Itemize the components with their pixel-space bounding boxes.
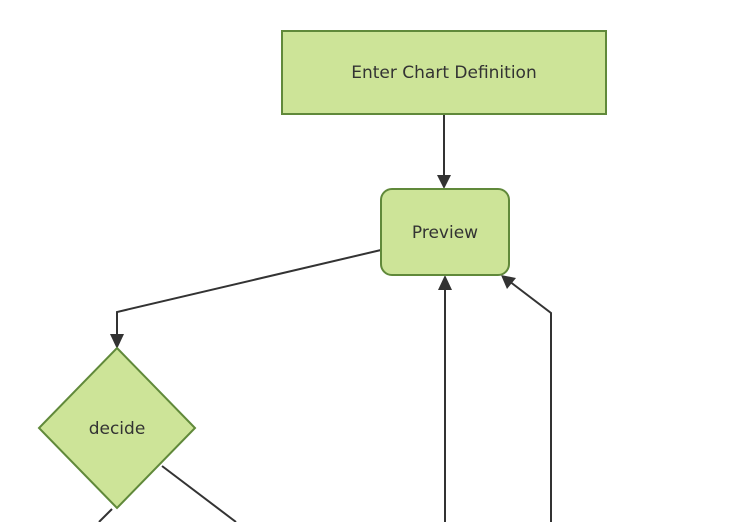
edge-decide-out-right bbox=[161, 465, 237, 522]
edge-preview-to-decide bbox=[116, 249, 382, 340]
node-layer: Enter Chart Definition Preview decide bbox=[37, 30, 607, 510]
node-preview[interactable]: Preview bbox=[380, 188, 510, 276]
node-preview-label: Preview bbox=[412, 223, 478, 243]
edge-return-right-to-preview bbox=[508, 280, 552, 522]
node-enter-chart-definition[interactable]: Enter Chart Definition bbox=[281, 30, 607, 115]
arrowhead-enter-to-preview bbox=[437, 175, 451, 189]
edge-decide-out-left bbox=[98, 508, 113, 522]
node-decide-label: decide bbox=[89, 419, 146, 439]
node-enter-chart-definition-label: Enter Chart Definition bbox=[351, 63, 536, 83]
node-decide[interactable]: decide bbox=[37, 346, 197, 510]
node-enter-chart-definition-shape[interactable] bbox=[281, 30, 607, 115]
edge-layer bbox=[98, 114, 552, 522]
arrowhead-return-right-to-preview bbox=[501, 275, 516, 289]
node-preview-shape[interactable] bbox=[380, 188, 510, 276]
node-decide-shape[interactable] bbox=[37, 346, 197, 510]
arrowhead-preview-to-decide bbox=[110, 334, 124, 349]
arrowhead-return-center-to-preview bbox=[438, 275, 452, 290]
